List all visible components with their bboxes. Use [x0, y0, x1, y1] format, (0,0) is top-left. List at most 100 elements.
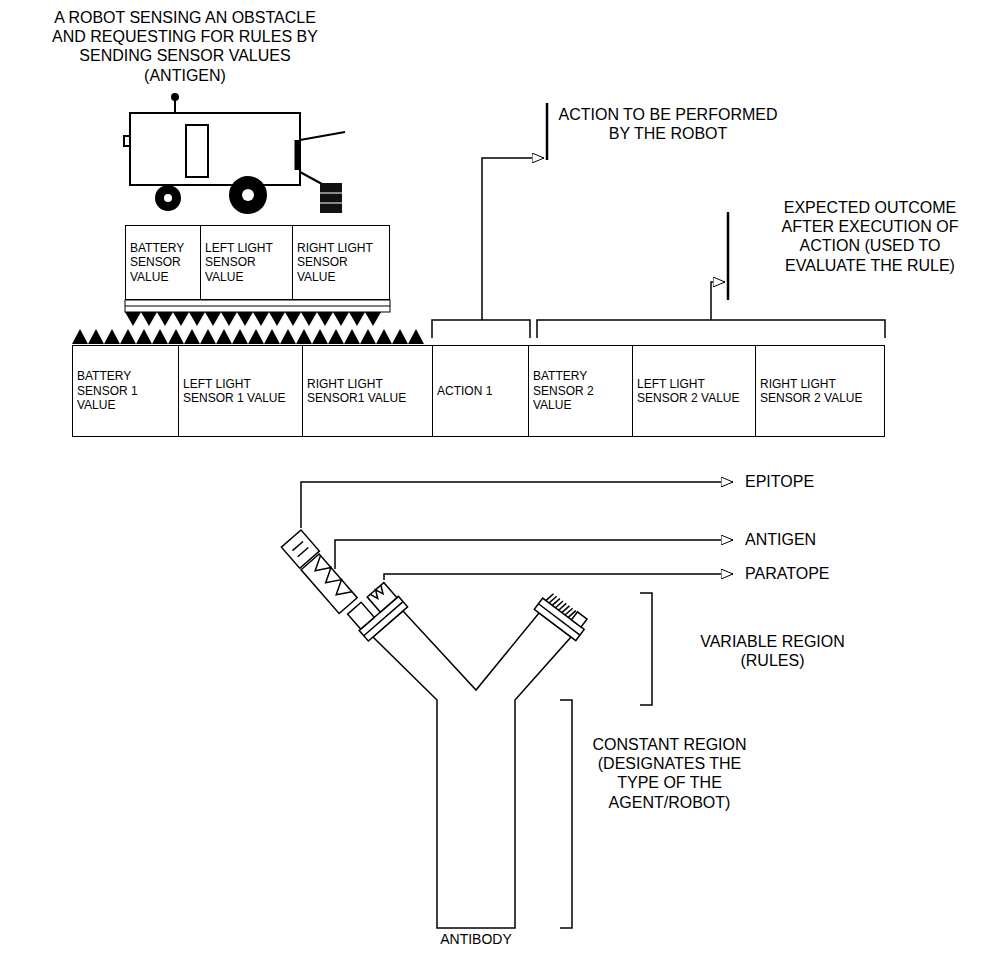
binding-tooth	[168, 329, 184, 344]
binding-tooth	[301, 312, 317, 326]
binding-tooth	[333, 312, 349, 326]
binding-tooth	[376, 329, 392, 344]
binding-tooth	[152, 329, 168, 344]
epitope-shape	[281, 530, 319, 568]
antigen-shape	[301, 554, 357, 614]
leader-line	[711, 282, 725, 320]
binding-tooth	[408, 329, 424, 344]
robot-side-lamp	[124, 136, 130, 146]
binding-tooth	[221, 312, 237, 326]
cell-text: BATTERY SENSOR 2 VALUE	[533, 369, 628, 412]
leader-line	[301, 482, 733, 528]
binding-tooth	[72, 329, 88, 344]
sensor-value-cell: BATTERY SENSOR VALUE	[125, 225, 201, 300]
epitope-line	[292, 542, 303, 551]
binding-tooth	[88, 329, 104, 344]
binding-tooth	[125, 312, 141, 326]
binding-tooth	[264, 329, 280, 344]
sensor-value-cell: LEFT LIGHT SENSOR 2 VALUE	[632, 345, 756, 437]
obstacle	[320, 183, 342, 213]
leader-bar	[727, 212, 730, 300]
obstacle-stripe	[320, 193, 342, 194]
cell-text: RIGHT LIGHT SENSOR1 VALUE	[307, 377, 428, 406]
region-label: VARIABLE REGION (RULES)	[685, 632, 860, 670]
cell-text: LEFT LIGHT SENSOR 1 VALUE	[183, 377, 298, 406]
robot-wheel-hub	[164, 194, 172, 202]
binding-tooth	[173, 312, 189, 326]
robot-antenna	[174, 100, 176, 113]
binding-tooth	[296, 329, 312, 344]
binding-tooth	[349, 312, 365, 326]
region-label: CONSTANT REGION (DESIGNATES THE TYPE OF …	[582, 735, 757, 812]
robot-wheel	[230, 177, 266, 213]
bracket	[432, 320, 530, 338]
epitope-line	[298, 548, 309, 557]
robot	[124, 94, 345, 213]
robot-sensor	[295, 140, 300, 170]
sensor-value-cell: RIGHT LIGHT SENSOR1 VALUE	[302, 345, 433, 437]
binding-bar	[125, 300, 390, 312]
paratope-shape	[571, 612, 587, 627]
robot-wheel	[156, 186, 180, 210]
sensor-value-cell: RIGHT LIGHT SENSOR VALUE	[292, 225, 390, 300]
binding-tooth	[237, 312, 253, 326]
obstacle-block	[320, 183, 342, 213]
sensor-value-cell: LEFT LIGHT SENSOR 1 VALUE	[178, 345, 303, 437]
binding-tooth	[216, 329, 232, 344]
sensor-value-cell: ACTION 1	[432, 345, 529, 437]
binding-tooth	[104, 329, 120, 344]
binding-tooth	[157, 312, 173, 326]
binding-tooth	[312, 329, 328, 344]
cell-text: RIGHT LIGHT SENSOR VALUE	[297, 241, 385, 284]
cell-text: ACTION 1	[437, 384, 492, 398]
leader-line	[335, 540, 733, 569]
leader-line	[482, 158, 544, 320]
sensor-value-cell: LEFT LIGHT SENSOR VALUE	[200, 225, 293, 300]
cell-text: RIGHT LIGHT SENSOR 2 VALUE	[760, 377, 880, 406]
cell-text: BATTERY SENSOR VALUE	[130, 241, 196, 284]
callout-label: PARATOPE	[745, 564, 829, 583]
binding-tooth	[248, 329, 264, 344]
robot-body	[130, 113, 300, 185]
robot-antenna-tip	[172, 94, 178, 100]
callout-label: ACTION TO BE PERFORMED BY THE ROBOT	[552, 105, 784, 143]
antibody-left-tip	[281, 510, 407, 643]
binding-tooth	[344, 329, 360, 344]
binding-tooth	[232, 329, 248, 344]
cell-text: LEFT LIGHT SENSOR 2 VALUE	[637, 377, 751, 406]
binding-tooth	[200, 329, 216, 344]
binding-teeth	[72, 312, 424, 344]
binding-tooth	[328, 329, 344, 344]
sensor-value-cell: BATTERY SENSOR 1 VALUE	[72, 345, 179, 437]
binding-tooth	[189, 312, 205, 326]
robot-sensor-ray	[300, 132, 345, 140]
binding-tooth	[141, 312, 157, 326]
binding-bar-line	[125, 306, 390, 307]
callout-label: EXPECTED OUTCOME AFTER EXECUTION OF ACTI…	[770, 198, 970, 275]
robot-caption: A ROBOT SENSING AN OBSTACLE AND REQUESTI…	[37, 8, 333, 85]
obstacle-stripe	[320, 203, 342, 204]
binding-tooth	[360, 329, 376, 344]
bracket	[560, 700, 572, 928]
robot-wheel-hub	[242, 189, 254, 201]
robot-sensor-ray	[300, 172, 322, 184]
binding-tooth	[184, 329, 200, 344]
binding-tooth	[392, 329, 408, 344]
paratope-shape	[367, 583, 397, 613]
binding-tooth	[253, 312, 269, 326]
paratope-notch	[370, 585, 386, 600]
cell-text: BATTERY SENSOR 1 VALUE	[77, 369, 174, 412]
paratope-shape	[348, 602, 375, 629]
binding-tooth	[285, 312, 301, 326]
bracket	[640, 593, 652, 705]
binding-tooth	[136, 329, 152, 344]
antibody-right-tip	[534, 590, 590, 640]
bracket	[537, 320, 885, 338]
antigen-zigzag	[310, 555, 352, 600]
leader-line	[384, 574, 733, 580]
callout-label: ANTIGEN	[745, 530, 816, 549]
callout-label: EPITOPE	[745, 472, 814, 491]
cell-text: LEFT LIGHT SENSOR VALUE	[205, 241, 288, 284]
